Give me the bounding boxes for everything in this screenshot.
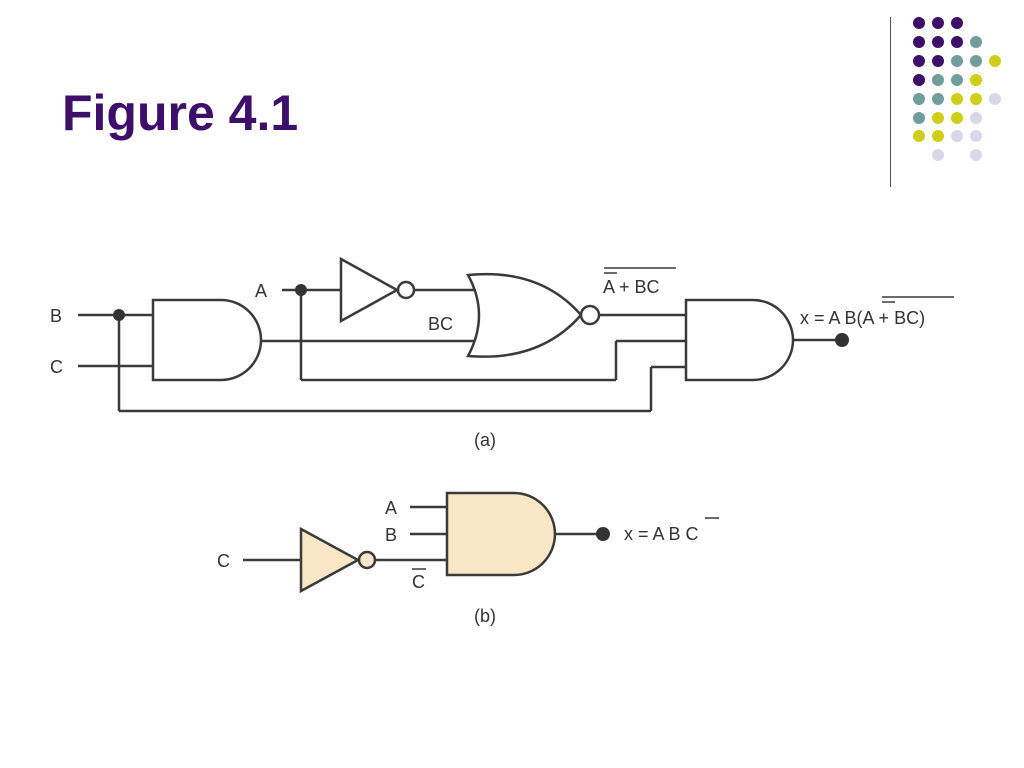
label-b-input-a: A (385, 498, 397, 518)
label-b-input-b: B (385, 525, 397, 545)
junction-a (295, 284, 307, 296)
circuit-a (78, 256, 954, 413)
inverter-bubble (396, 280, 416, 300)
junction-b (113, 309, 125, 321)
dot (932, 93, 944, 105)
dot (932, 55, 944, 67)
nor-gate (465, 272, 583, 358)
circuit-b-labels: A B C C x = A B C (b) (217, 498, 699, 626)
nor-bubble (579, 304, 601, 326)
dot (951, 93, 963, 105)
slide-title: Figure 4.1 (62, 85, 299, 141)
dot (951, 55, 963, 67)
dot (951, 130, 963, 142)
output-dot-a (835, 333, 849, 347)
dot (932, 17, 944, 29)
label-input-a: A (255, 281, 267, 301)
label-output-x-a: x = A B(A + BC) (800, 308, 925, 328)
dot (913, 17, 925, 29)
dot (932, 149, 944, 161)
circuit-b (243, 491, 719, 594)
inverter-gate-c (299, 526, 361, 594)
and-gate-1 (151, 298, 263, 382)
dot (970, 93, 982, 105)
dot (932, 112, 944, 124)
and-gate-2 (684, 298, 795, 382)
dot (970, 55, 982, 67)
label-input-b: B (50, 306, 62, 326)
and-gate-b (445, 491, 557, 577)
dot (970, 130, 982, 142)
dot (951, 74, 963, 86)
label-input-c: C (50, 357, 63, 377)
output-dot-b (596, 527, 610, 541)
dot (932, 74, 944, 86)
inverter-bubble-c (357, 550, 377, 570)
dot (989, 55, 1001, 67)
label-b-input-c: C (217, 551, 230, 571)
dot (913, 112, 925, 124)
dot (913, 74, 925, 86)
caption-b: (b) (474, 606, 496, 626)
circuit-a-labels: B C A BC A + BC x = A B(A + BC) (a) (50, 277, 925, 450)
label-bc: BC (428, 314, 453, 334)
label-b-cbar: C (412, 572, 425, 592)
dot (951, 36, 963, 48)
dot (970, 112, 982, 124)
dot (913, 55, 925, 67)
title-divider-line (890, 17, 891, 187)
dot (970, 74, 982, 86)
dot (913, 93, 925, 105)
dot (913, 36, 925, 48)
dot (970, 149, 982, 161)
inverter-gate-a (339, 256, 400, 324)
label-or-output: A + BC (603, 277, 660, 297)
decorative-dot-grid (913, 17, 1001, 161)
dot (932, 36, 944, 48)
dot (970, 36, 982, 48)
dot (951, 112, 963, 124)
dot (989, 93, 1001, 105)
dot (913, 130, 925, 142)
dot (932, 130, 944, 142)
caption-a: (a) (474, 430, 496, 450)
label-output-x-b: x = A B C (624, 524, 699, 544)
dot (951, 17, 963, 29)
